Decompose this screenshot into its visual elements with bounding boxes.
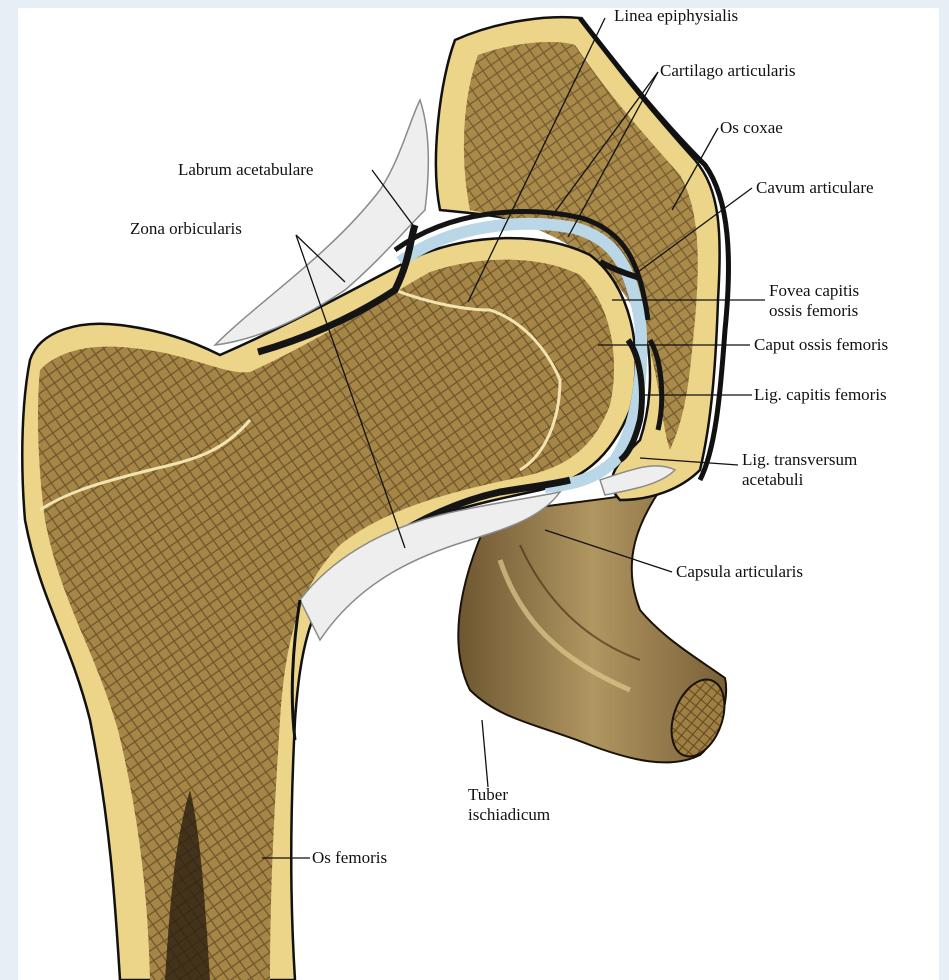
label-cavum-articulare: Cavum articulare: [756, 178, 874, 197]
label-lig-transversum: Lig. transversum: [742, 450, 857, 469]
label-capsula-articularis: Capsula articularis: [676, 562, 803, 581]
label-labrum-acetabulare: Labrum acetabulare: [178, 160, 313, 179]
label-lig-capitis-femoris: Lig. capitis femoris: [754, 385, 887, 404]
label-linea-epiphysialis: Linea epiphysialis: [614, 6, 738, 25]
label-os-coxae: Os coxae: [720, 118, 783, 137]
label-lig-transversum-line2: acetabuli: [742, 470, 803, 489]
label-fovea-capitis-line2: ossis femoris: [769, 301, 858, 320]
label-fovea-capitis: Fovea capitis: [769, 281, 859, 300]
label-os-femoris: Os femoris: [312, 848, 387, 867]
label-caput-ossis-femoris: Caput ossis femoris: [754, 335, 888, 354]
label-cartilago-articularis: Cartilago articularis: [660, 61, 795, 80]
label-zona-orbicularis: Zona orbicularis: [130, 219, 242, 238]
label-tuber: Tuber: [468, 785, 508, 804]
ischium-bone: [458, 490, 734, 764]
label-ischiadicum: ischiadicum: [468, 805, 550, 824]
